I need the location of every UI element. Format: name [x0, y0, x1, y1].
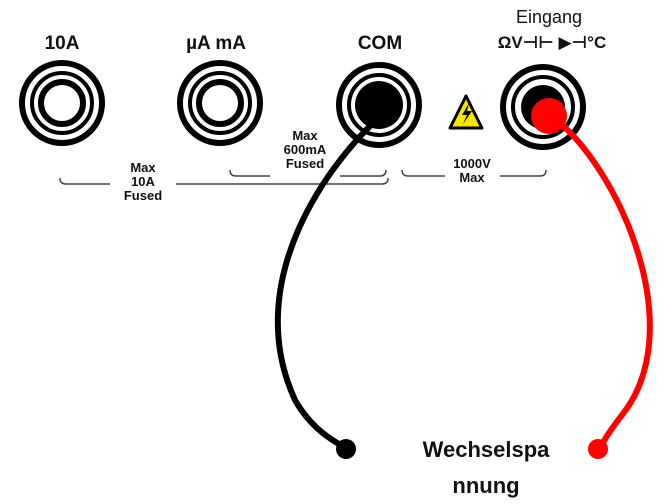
rating-max-600ma-line2: 600mA: [283, 142, 327, 157]
measurement-caption: Wechselspa nnung: [396, 432, 576, 504]
rating-1000v-line1: 1000V: [453, 156, 491, 171]
rating-max-10a-line2: 10A: [131, 174, 155, 189]
rating-max-600ma: Max 600mA Fused: [284, 129, 327, 171]
rating-max-10a-line3: Fused: [123, 188, 163, 203]
rating-1000v-line2: Max: [459, 170, 485, 185]
input-probe-tip: [588, 439, 608, 459]
high-voltage-warning-icon: [448, 94, 484, 130]
rating-max-600ma-line3: Fused: [285, 156, 325, 171]
bracket-max-600ma: [229, 169, 387, 177]
caption-line1: Wechselspa: [422, 437, 550, 462]
jack-10a: [19, 60, 105, 146]
rating-max-600ma-line1: Max: [292, 128, 318, 143]
rating-max-10a: Max 10A Fused: [124, 161, 162, 203]
jack-com: [336, 62, 422, 148]
rating-max-10a-line1: Max: [130, 160, 156, 175]
jack-input-label: ΩV⊣⊢ ▶⊣°C: [497, 33, 607, 52]
bracket-max-10a: [59, 177, 389, 185]
com-test-lead: [274, 110, 387, 451]
com-probe-tip: [336, 439, 356, 459]
jack-ua-ma: [177, 60, 263, 146]
bracket-1000v: [401, 169, 547, 177]
jack-com-label: COM: [357, 33, 403, 54]
input-heading: Eingang: [516, 7, 583, 27]
rating-1000v-max: 1000V Max: [453, 157, 491, 185]
jack-input: [500, 64, 586, 150]
caption-line2: nnung: [452, 473, 520, 498]
jack-ua-ma-label: µA mA: [186, 33, 246, 54]
jack-10a-label: 10A: [44, 33, 80, 54]
input-test-lead: [552, 116, 653, 451]
